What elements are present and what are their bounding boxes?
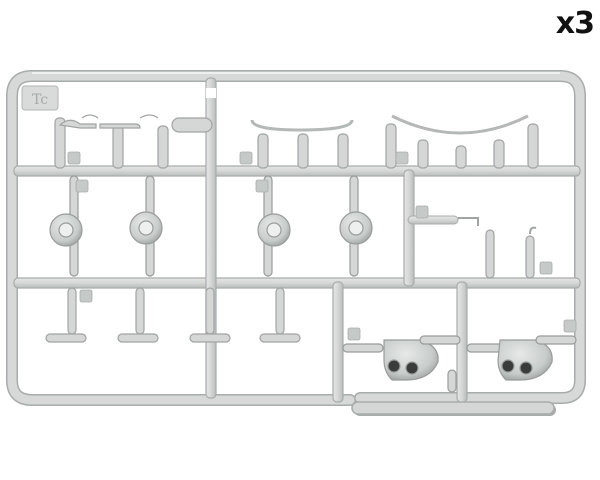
lower-pin-parts	[45, 287, 301, 343]
top-middle-parts	[250, 119, 354, 169]
top-left-parts	[54, 114, 213, 169]
sprue-letter-tab: Tc	[21, 85, 59, 111]
outer-frame-fill	[7, 71, 585, 405]
outer-frame	[6, 70, 586, 416]
hub-part-1	[49, 213, 83, 247]
hub-parts-row	[49, 175, 373, 277]
quantity-label: x3	[555, 6, 595, 41]
bottom-runner-bump	[351, 401, 555, 415]
horizontal-runners	[13, 165, 581, 289]
bracket-parts	[342, 335, 577, 393]
gate-tabs	[67, 151, 577, 341]
sprue-letter: Tc	[32, 92, 48, 108]
hub-part-4	[339, 211, 373, 245]
top-right-parts	[385, 114, 539, 169]
right-hook-parts	[458, 217, 537, 279]
hub-part-2	[129, 211, 163, 245]
hub-part-3	[257, 213, 291, 247]
